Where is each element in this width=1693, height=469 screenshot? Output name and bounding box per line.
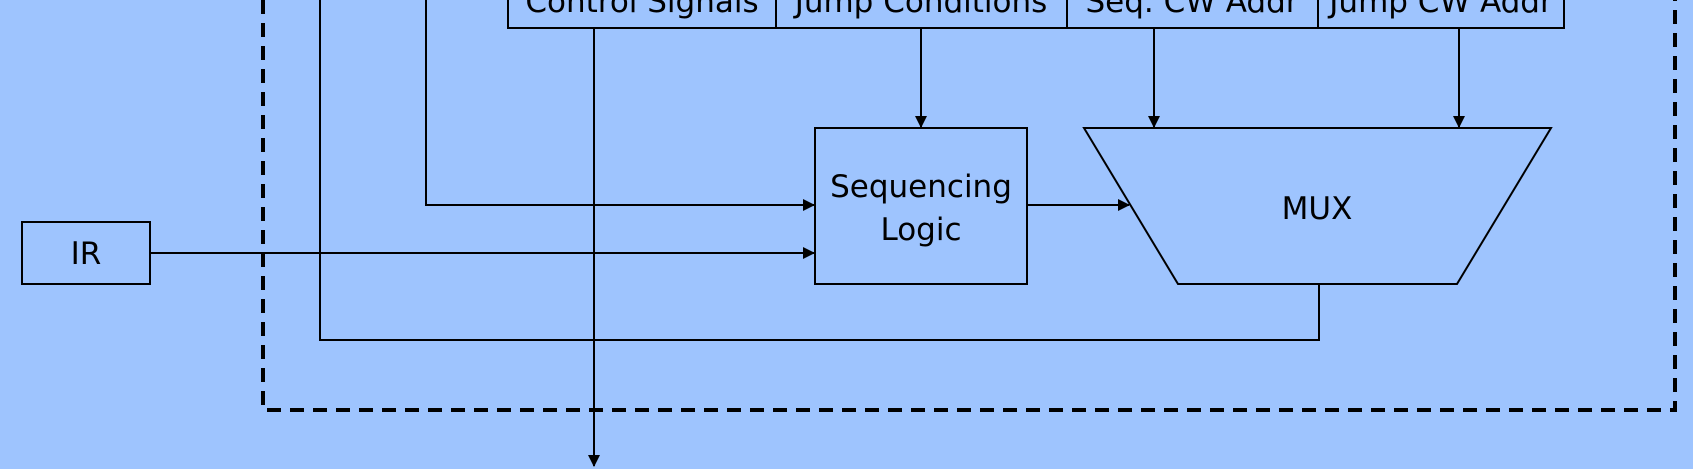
sequencing-logic-block: Sequencing Logic [814, 127, 1028, 285]
field-jump-conditions: Jump Conditions [793, 0, 1048, 20]
field-jump-cw-addr: Jump CW Addr [1327, 0, 1553, 20]
control-unit-boundary [261, 0, 1677, 412]
sequencing-logic-label-line2: Logic [880, 212, 961, 248]
status-input-wire [425, 0, 815, 211]
mux-label: MUX [1282, 191, 1353, 227]
mux-output-feedback-wire [319, 0, 1320, 341]
ir-label: IR [71, 236, 102, 272]
field-seq-cw-addr: Seq. CW Addr [1085, 0, 1298, 20]
sequencing-logic-label-line1: Sequencing [830, 169, 1012, 205]
ir-register: IR [21, 221, 151, 285]
mux-block: MUX [1082, 127, 1553, 285]
control-word-register: Control Signals Jump Conditions Seq. CW … [507, 0, 1565, 29]
field-control-signals: Control Signals [525, 0, 758, 20]
